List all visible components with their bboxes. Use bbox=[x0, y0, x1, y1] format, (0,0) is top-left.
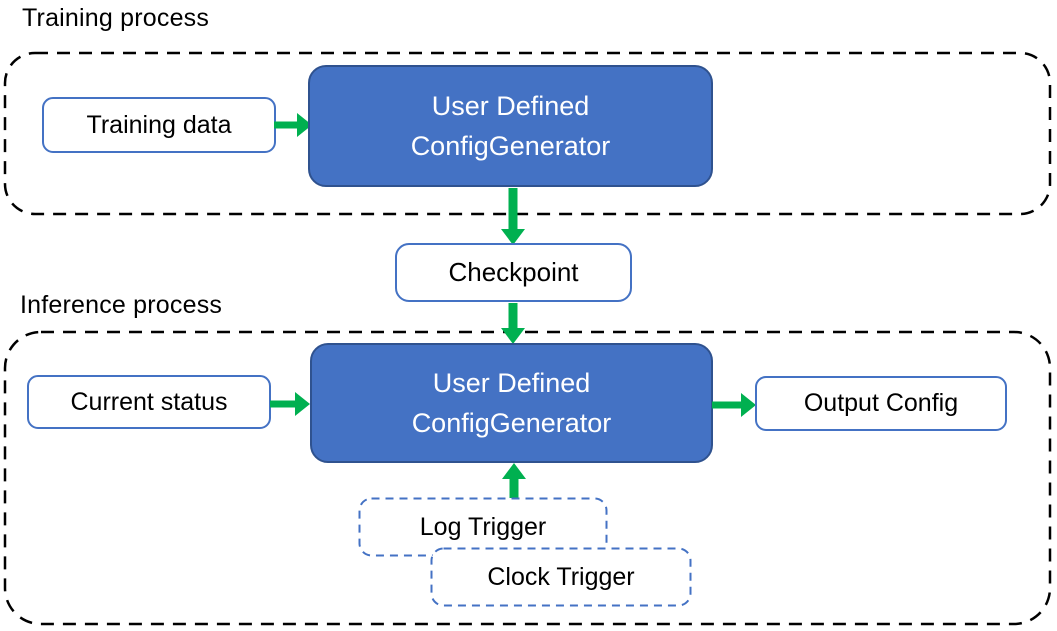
arrow-training-data-to-generator-icon bbox=[274, 113, 312, 137]
training-generator-line2: ConfigGenerator bbox=[410, 131, 611, 161]
training-process-container bbox=[3, 51, 1052, 216]
clock-trigger-label: Clock Trigger bbox=[487, 562, 635, 591]
inference-process-container bbox=[3, 330, 1052, 626]
log-trigger-outline bbox=[358, 497, 608, 557]
log-trigger-box: Log Trigger bbox=[358, 497, 608, 557]
inference-generator-line2: ConfigGenerator bbox=[411, 408, 612, 438]
training-generator-line1: User Defined bbox=[431, 91, 590, 121]
arrow-generator-to-checkpoint-icon bbox=[501, 188, 525, 245]
checkpoint-box: Checkpoint bbox=[395, 243, 632, 302]
training-data-box: Training data bbox=[42, 97, 276, 153]
arrow-checkpoint-to-inference-generator-icon bbox=[501, 303, 525, 344]
current-status-box: Current status bbox=[27, 375, 271, 429]
output-config-label: Output Config bbox=[803, 389, 959, 417]
arrow-current-status-to-generator-icon bbox=[270, 392, 310, 416]
inference-config-generator-box: User Defined ConfigGenerator bbox=[310, 343, 713, 463]
log-trigger-label: Log Trigger bbox=[419, 512, 547, 541]
training-process-title: Training process bbox=[22, 4, 210, 32]
output-config-box: Output Config bbox=[755, 376, 1007, 431]
inference-generator-line1: User Defined bbox=[432, 368, 591, 398]
clock-trigger-outline bbox=[430, 547, 692, 607]
clock-trigger-box: Clock Trigger bbox=[430, 547, 692, 607]
checkpoint-label: Checkpoint bbox=[448, 257, 579, 287]
training-data-label: Training data bbox=[86, 110, 232, 139]
arrow-generator-to-output-icon bbox=[712, 393, 756, 417]
arrow-triggers-to-generator-icon bbox=[502, 463, 526, 498]
inference-process-title: Inference process bbox=[20, 291, 223, 319]
current-status-label: Current status bbox=[70, 387, 228, 416]
training-config-generator-box: User Defined ConfigGenerator bbox=[308, 65, 713, 187]
